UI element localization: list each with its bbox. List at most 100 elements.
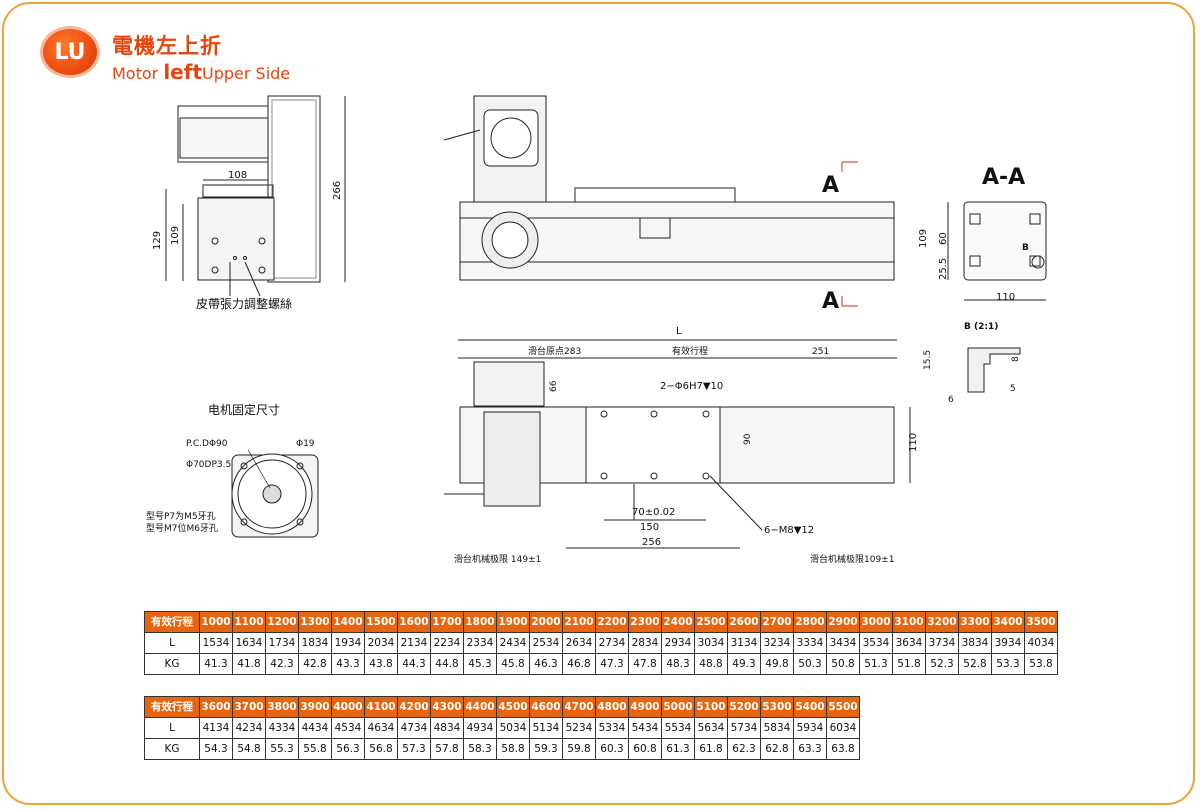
length-cell: 2434 (496, 632, 530, 654)
sec-dim-110: 110 (996, 292, 1015, 303)
detail-b: B (2:1) 15.5 8 5 6 (923, 322, 1021, 405)
length-cell: 2634 (562, 632, 596, 654)
stroke-cell: 3400 (991, 611, 1025, 633)
weight-cell: 45.8 (496, 653, 530, 675)
lu-badge: LU (40, 26, 100, 78)
title-en-part-c: Upper Side (202, 64, 291, 83)
weight-cell: 50.8 (826, 653, 860, 675)
stroke-cell: 1700 (430, 611, 464, 633)
stroke-cell: 4400 (463, 696, 497, 718)
stroke-cell: 2200 (595, 611, 629, 633)
stroke-cell: 5100 (694, 696, 728, 718)
length-cell: 3234 (760, 632, 794, 654)
table1-KG-label: KG (144, 653, 200, 675)
stroke-cell: 3600 (199, 696, 233, 718)
flange-title: 电机固定尺寸 (208, 402, 280, 417)
length-cell: 5634 (694, 717, 728, 739)
stroke-cell: 2100 (562, 611, 596, 633)
fv-dim-256: 256 (642, 537, 661, 548)
weight-cell: 46.8 (562, 653, 596, 675)
stroke-cell: 1500 (364, 611, 398, 633)
stroke-cell: 2900 (826, 611, 860, 633)
weight-cell: 55.8 (298, 738, 332, 760)
technical-drawing: 108 129 109 266 皮帶張力調整螺絲 电机固定尺寸 P.C.DΦ90… (146, 95, 1047, 565)
stroke-cell: 2600 (727, 611, 761, 633)
length-cell: 4634 (364, 717, 398, 739)
fv-holes: 2−Φ6H7▼10 (660, 381, 723, 392)
weight-cell: 50.3 (793, 653, 827, 675)
stroke-cell: 2400 (661, 611, 695, 633)
length-cell: 2934 (661, 632, 695, 654)
weight-cell: 42.8 (298, 653, 332, 675)
weight-cell: 43.3 (331, 653, 365, 675)
length-cell: 4034 (1024, 632, 1058, 654)
detail-dim-155: 15.5 (923, 350, 933, 370)
stroke-cell: 3900 (298, 696, 332, 718)
length-cell: 3634 (892, 632, 926, 654)
fv-dim-90: 90 (743, 433, 753, 445)
weight-cell: 63.3 (793, 738, 827, 760)
section-aa: A-A 109 60 25.5 110 B (918, 165, 1047, 303)
weight-cell: 56.8 (364, 738, 398, 760)
stroke-cell: 2700 (760, 611, 794, 633)
stroke-cell: 2300 (628, 611, 662, 633)
weight-cell: 49.8 (760, 653, 794, 675)
stroke-cell: 3100 (892, 611, 926, 633)
weight-cell: 46.3 (529, 653, 563, 675)
length-cell: 2834 (628, 632, 662, 654)
length-cell: 4434 (298, 717, 332, 739)
weight-cell: 47.8 (628, 653, 662, 675)
weight-cell: 44.8 (430, 653, 464, 675)
length-cell: 5034 (496, 717, 530, 739)
length-cell: 2034 (364, 632, 398, 654)
length-cell: 5934 (793, 717, 827, 739)
weight-cell: 55.3 (265, 738, 299, 760)
flange-pcd: P.C.DΦ90 (186, 439, 228, 449)
weight-cell: 52.3 (925, 653, 959, 675)
stroke-cell: 4500 (496, 696, 530, 718)
section-mark-bottom: A (822, 289, 839, 314)
stroke-cell: 3700 (232, 696, 266, 718)
weight-cell: 54.8 (232, 738, 266, 760)
length-cell: 4834 (430, 717, 464, 739)
stroke-cell: 2800 (793, 611, 827, 633)
weight-cell: 58.8 (496, 738, 530, 760)
length-cell: 1634 (232, 632, 266, 654)
side-dim-height-2: 109 (170, 226, 181, 245)
length-cell: 2234 (430, 632, 464, 654)
stroke-cell: 3300 (958, 611, 992, 633)
weight-cell: 53.8 (1024, 653, 1058, 675)
length-cell: 4934 (463, 717, 497, 739)
weight-cell: 56.3 (331, 738, 365, 760)
length-cell: 2534 (529, 632, 563, 654)
weight-cell: 48.3 (661, 653, 695, 675)
length-cell: 4334 (265, 717, 299, 739)
fv-dim-251: 251 (812, 347, 829, 357)
length-cell: 5334 (595, 717, 629, 739)
length-cell: 2334 (463, 632, 497, 654)
fv-tol: 70±0.02 (632, 507, 675, 518)
weight-cell: 52.8 (958, 653, 992, 675)
length-cell: 5534 (661, 717, 695, 739)
side-dim-total: 266 (332, 181, 343, 200)
stroke-cell: 5200 (727, 696, 761, 718)
stroke-cell: 1200 (265, 611, 299, 633)
fv-limit-right: 滑台机械极限109±1 (810, 553, 894, 565)
detail-dim-5: 5 (1010, 384, 1016, 394)
flange-phi70: Φ70DP3.5 (186, 460, 231, 470)
stroke-cell: 5400 (793, 696, 827, 718)
length-cell: 1734 (265, 632, 299, 654)
stroke-cell: 4000 (331, 696, 365, 718)
table2-header-label: 有效行程 (144, 696, 200, 718)
side-dim-height-1: 129 (152, 231, 163, 250)
side-dim-width: 108 (228, 170, 247, 181)
stroke-cell: 3800 (265, 696, 299, 718)
length-cell: 1534 (199, 632, 233, 654)
fv-stroke: 有效行程 (672, 345, 708, 357)
stroke-cell: 2500 (694, 611, 728, 633)
weight-cell: 42.3 (265, 653, 299, 675)
